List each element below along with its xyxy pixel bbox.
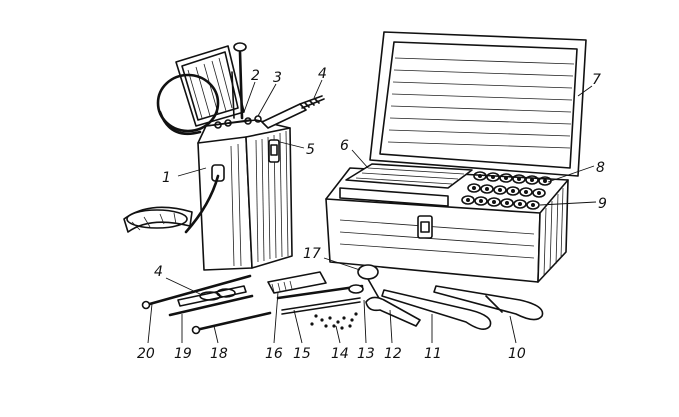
callout-5: 5 xyxy=(306,142,315,158)
carrying-case xyxy=(123,42,325,271)
callout-19: 19 xyxy=(174,346,192,362)
callout-20: 20 xyxy=(137,346,155,362)
callout-15: 15 xyxy=(293,346,311,362)
callout-7: 7 xyxy=(592,72,601,88)
callout-6: 6 xyxy=(340,138,349,154)
callout-18: 18 xyxy=(210,346,228,362)
storage-box xyxy=(325,31,587,283)
callout-4-bottom: 4 xyxy=(154,264,163,280)
callout-3: 3 xyxy=(273,70,282,86)
loose-tools xyxy=(141,264,544,335)
callout-11: 11 xyxy=(424,346,442,362)
callout-13: 13 xyxy=(357,346,375,362)
callout-2: 2 xyxy=(251,68,260,84)
leader-lines xyxy=(147,79,597,344)
callout-17: 17 xyxy=(303,246,321,262)
callout-labels: 1 2 3 4 5 6 7 8 9 10 11 12 13 14 15 16 1… xyxy=(137,66,607,362)
callout-16: 16 xyxy=(265,346,283,362)
callout-14: 14 xyxy=(331,346,349,362)
callout-8: 8 xyxy=(596,160,605,176)
callout-9: 9 xyxy=(598,196,607,212)
callout-10: 10 xyxy=(508,346,526,362)
callout-12: 12 xyxy=(384,346,402,362)
callout-1: 1 xyxy=(162,170,171,186)
callout-4-top: 4 xyxy=(318,66,327,82)
